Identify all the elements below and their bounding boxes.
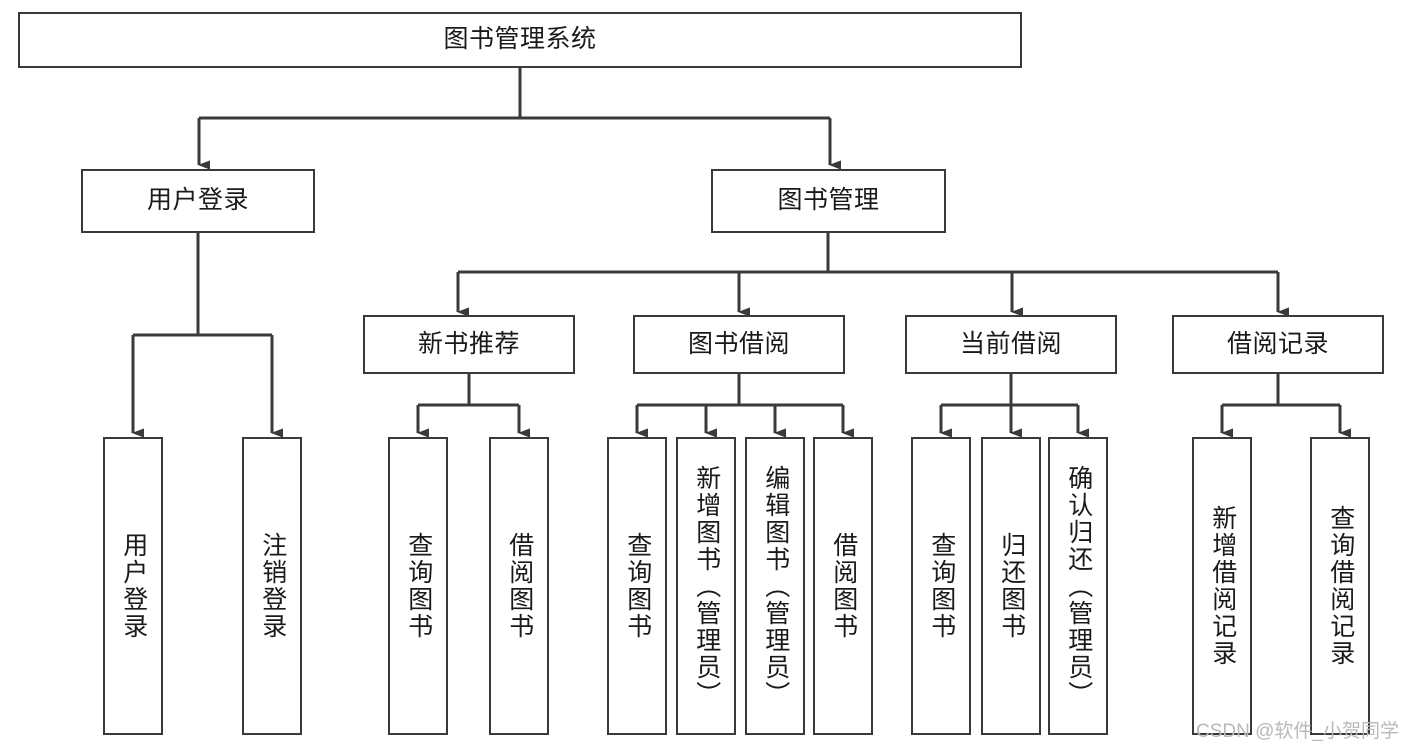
node-label: 图书管理系统 <box>443 25 597 54</box>
leaf-book-borrow-add-admin[interactable]: 新增图书（管理员） <box>676 437 736 735</box>
watermark: CSDN @软件_小贺同学 <box>1196 721 1399 742</box>
node-root-book-management-system[interactable]: 图书管理系统 <box>18 12 1022 68</box>
leaf-borrow-record-query[interactable]: 查询借阅记录 <box>1310 437 1370 735</box>
node-label: 借阅图书 <box>505 532 534 640</box>
node-label: 查询图书 <box>623 532 652 640</box>
node-label: 借阅图书 <box>829 532 858 640</box>
node-label: 确认归还（管理员） <box>1064 464 1093 708</box>
node-label: 借阅记录 <box>1226 329 1329 358</box>
node-label: 归还图书 <box>997 532 1026 640</box>
leaf-current-borrow-query[interactable]: 查询图书 <box>911 437 971 735</box>
leaf-book-borrow-edit-admin[interactable]: 编辑图书（管理员） <box>745 437 805 735</box>
node-label: 用户登录 <box>146 186 249 215</box>
leaf-user-login-login[interactable]: 用户登录 <box>103 437 163 735</box>
node-book-management[interactable]: 图书管理 <box>711 169 946 233</box>
node-current-borrow[interactable]: 当前借阅 <box>905 315 1117 374</box>
node-label: 注销登录 <box>258 532 287 640</box>
leaf-book-borrow-borrow[interactable]: 借阅图书 <box>813 437 873 735</box>
leaf-user-login-logout[interactable]: 注销登录 <box>242 437 302 735</box>
node-user-login[interactable]: 用户登录 <box>81 169 315 233</box>
node-label: 新增图书（管理员） <box>692 464 721 708</box>
node-label: 新书推荐 <box>417 329 520 358</box>
node-label: 编辑图书（管理员） <box>761 464 790 708</box>
leaf-new-book-query[interactable]: 查询图书 <box>388 437 448 735</box>
node-label: 用户登录 <box>119 532 148 640</box>
leaf-borrow-record-add[interactable]: 新增借阅记录 <box>1192 437 1252 735</box>
leaf-current-borrow-confirm-admin[interactable]: 确认归还（管理员） <box>1048 437 1108 735</box>
node-label: 新增借阅记录 <box>1208 505 1237 667</box>
node-label: 查询借阅记录 <box>1326 505 1355 667</box>
node-label: 图书管理 <box>777 186 880 215</box>
node-book-borrow[interactable]: 图书借阅 <box>633 315 845 374</box>
node-label: 查询图书 <box>927 532 956 640</box>
leaf-current-borrow-return[interactable]: 归还图书 <box>981 437 1041 735</box>
node-borrow-record[interactable]: 借阅记录 <box>1172 315 1384 374</box>
node-label: 查询图书 <box>404 532 433 640</box>
leaf-new-book-borrow[interactable]: 借阅图书 <box>489 437 549 735</box>
node-new-book-recommend[interactable]: 新书推荐 <box>363 315 575 374</box>
node-label: 当前借阅 <box>959 329 1062 358</box>
leaf-book-borrow-query[interactable]: 查询图书 <box>607 437 667 735</box>
node-label: 图书借阅 <box>687 329 790 358</box>
